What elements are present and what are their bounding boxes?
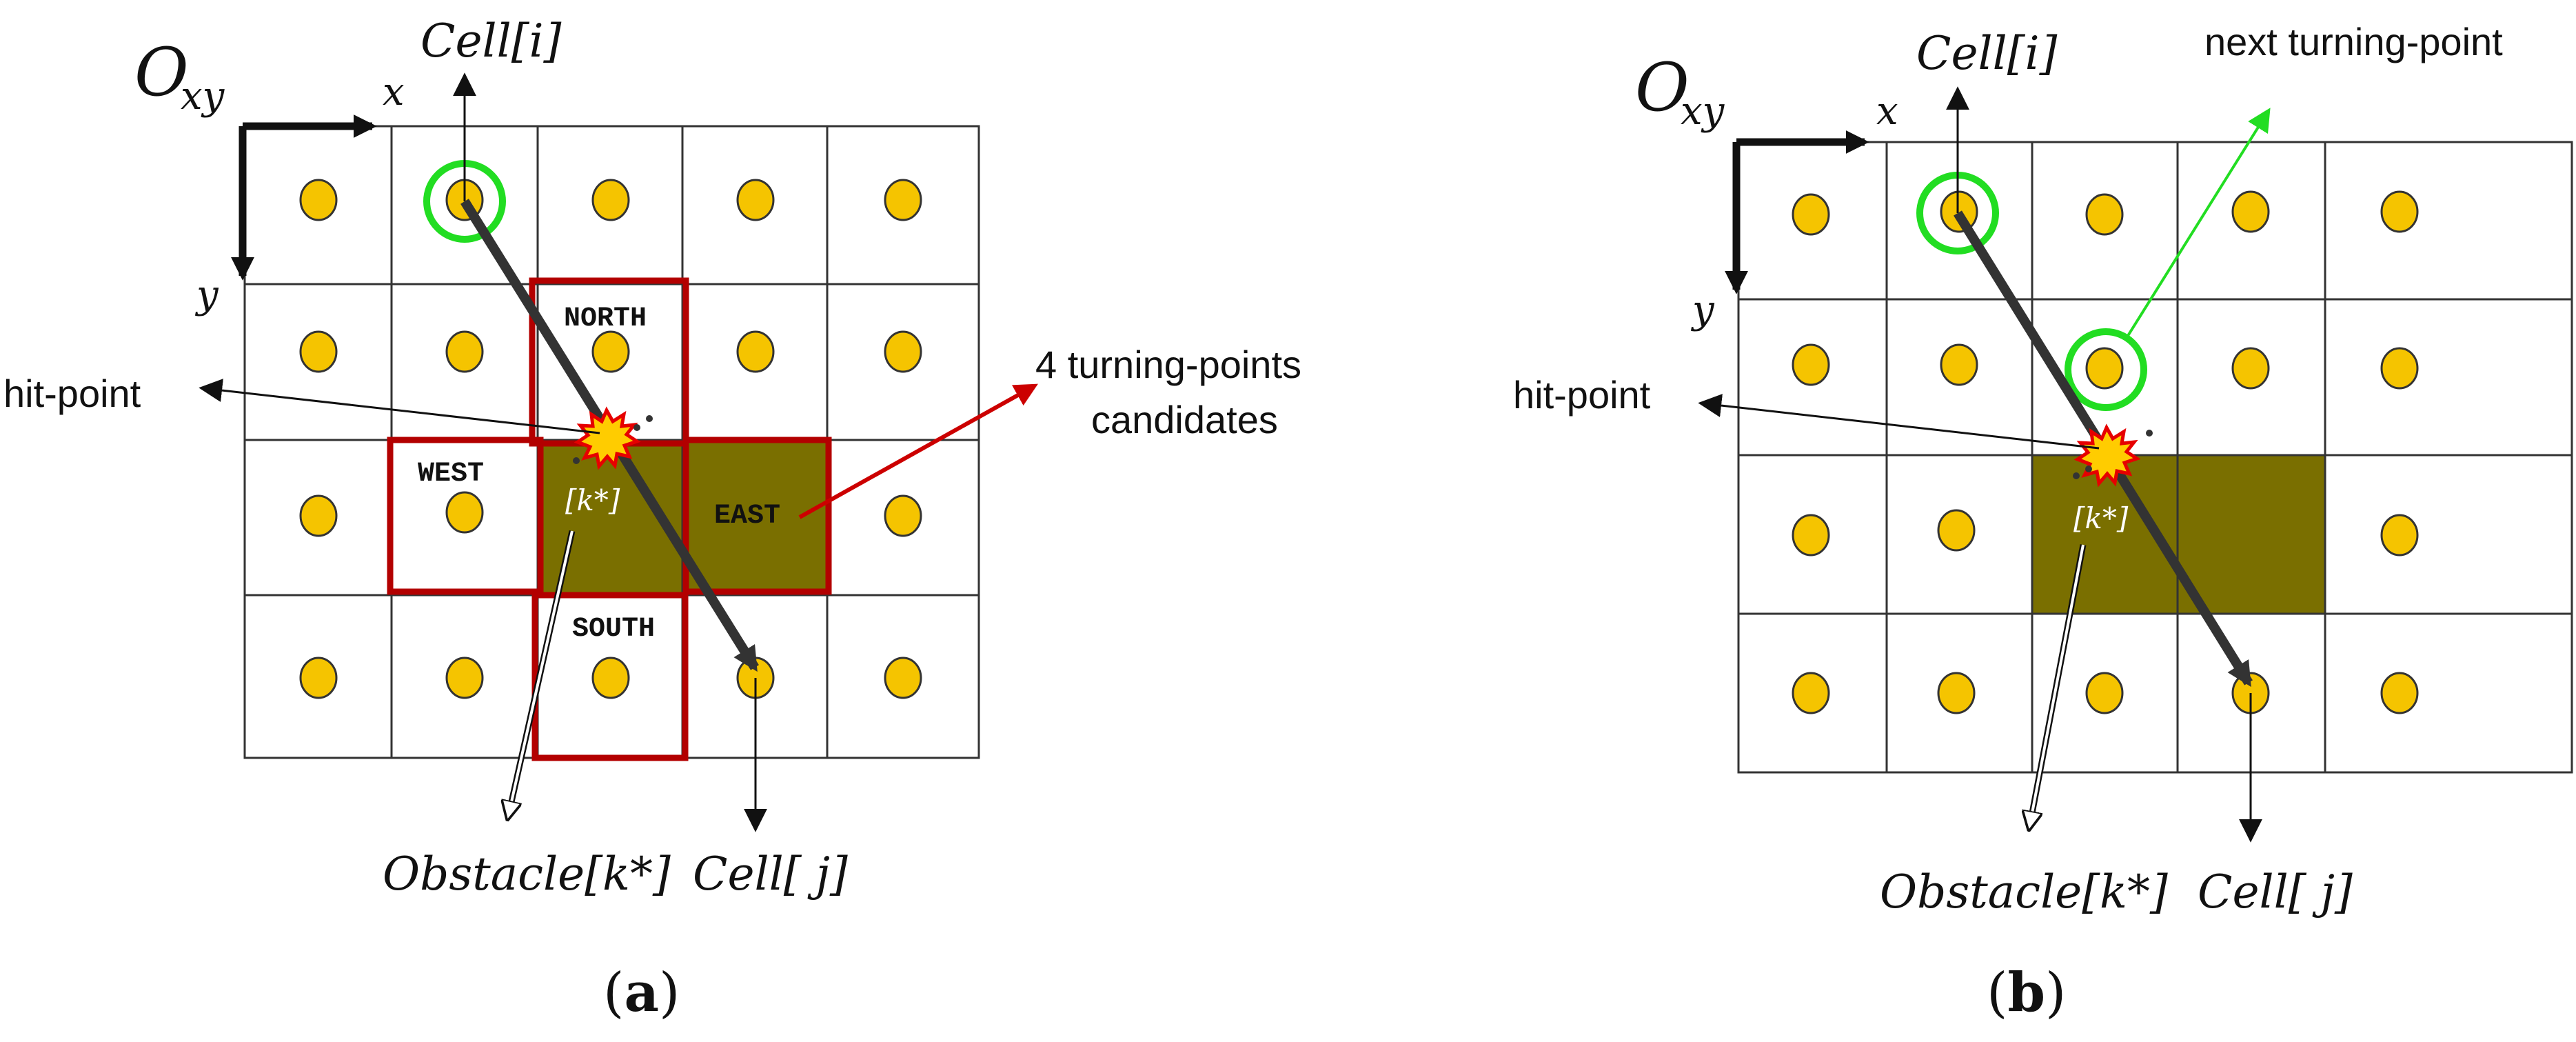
origin-subscript: xy [1681, 89, 1725, 134]
obstacle-pointer-inner [508, 530, 574, 817]
north-label: NORTH [564, 303, 647, 334]
hit-point-marker [573, 406, 653, 470]
origin-label: O [1635, 49, 1690, 126]
candidate-west [387, 437, 544, 595]
cell-j-label: Cell[ j] [693, 848, 848, 901]
panel-a: O xy x y Cell[i] hit-point NORTH WEST EA… [3, 14, 1301, 1024]
south-label: SOUTH [572, 614, 655, 645]
x-axis-label: x [1876, 89, 1898, 134]
y-axis-label: y [194, 272, 219, 317]
next-turning-point-label: next turning-point [2204, 20, 2503, 63]
hit-point-pointer [199, 379, 600, 434]
candidate-south [531, 592, 689, 761]
grid-b [1737, 141, 2573, 774]
axes-b [1725, 130, 1869, 294]
caption-a: (a) [603, 961, 680, 1024]
hit-point-label: hit-point [3, 372, 141, 415]
cell-i-label: Cell[i] [420, 14, 562, 68]
next-turning-point-circle [2065, 328, 2147, 411]
candidates-label-line1: 4 turning-points [1035, 343, 1301, 386]
obstacle-label: Obstacle[k*] [1880, 865, 2168, 919]
candidates-label-line2: candidates [1091, 398, 1278, 441]
next-turning-point-pointer [2125, 108, 2271, 339]
west-label: WEST [418, 459, 484, 490]
x-axis-label: x [383, 70, 405, 114]
obstacle-label: Obstacle[k*] [383, 848, 671, 901]
obstacle-inner-label: [k*] [2073, 501, 2129, 535]
panel-b: O xy x y Cell[i] next turning-point hit-… [1513, 20, 2573, 1024]
y-axis-label: y [1690, 288, 1715, 332]
cell-i-label: Cell[i] [1916, 27, 2058, 80]
origin-subscript: xy [181, 74, 225, 119]
obstacle-pointer-inner [2029, 544, 2085, 828]
hit-point-pointer [1698, 394, 2100, 450]
candidates-pointer [798, 383, 1038, 519]
obstacle-inner-label: [k*] [565, 483, 620, 517]
origin-label: O [134, 34, 189, 111]
obstacle-cell [2178, 455, 2325, 614]
east-label: EAST [714, 501, 780, 532]
caption-b: (b) [1987, 961, 2066, 1024]
candidate-east [682, 437, 832, 595]
cell-centers-b [1792, 190, 2419, 714]
cell-j-label: Cell[ j] [2198, 865, 2353, 919]
hit-point-marker [2073, 423, 2153, 488]
axes-a [231, 114, 377, 281]
hit-point-label: hit-point [1513, 373, 1651, 417]
